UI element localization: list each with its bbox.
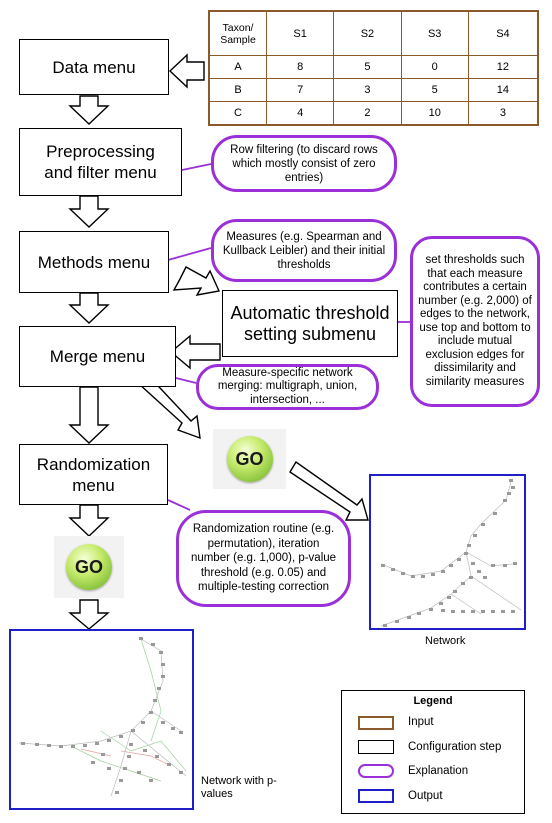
table-header-row: Taxon/ Sample S1 S2 S3 S4 — [208, 10, 539, 57]
network-output-panel — [369, 474, 526, 630]
table-cell: 7 — [265, 78, 335, 102]
table-row: A 8 5 0 12 — [208, 55, 539, 80]
table-cell: B — [208, 78, 267, 102]
table-cell: 8 — [265, 55, 335, 80]
go-button-top[interactable]: GO — [213, 429, 286, 489]
row-filtering-text: Row filtering (to discard rows which mos… — [230, 143, 378, 184]
legend-input-label: Input — [408, 716, 434, 728]
table-cell: 3 — [467, 100, 539, 126]
table-cell: 5 — [400, 78, 469, 102]
network-pvalues-caption-text: Network with p-values — [201, 775, 277, 800]
randomization-text: Randomization routine (e.g. permutation)… — [190, 523, 337, 594]
preprocessing-menu-label: Preprocessing and filter menu — [44, 142, 157, 182]
legend-explanation-swatch — [358, 764, 394, 778]
legend-explanation-label: Explanation — [408, 765, 469, 777]
network-graph-image — [380, 479, 522, 627]
merging-connector — [175, 377, 197, 384]
automatic-threshold-label: Automatic threshold setting submenu — [230, 302, 390, 344]
table-cell: 10 — [400, 100, 469, 126]
legend-output-label: Output — [408, 790, 443, 802]
table-cell: 5 — [333, 55, 402, 80]
thresholds-explanation: set thresholds such that each measure co… — [410, 236, 540, 407]
go-button-bottom[interactable]: GO — [54, 536, 124, 598]
legend-configuration-swatch — [358, 740, 394, 754]
methods-to-merge-arrow — [68, 292, 110, 324]
legend-title: Legend — [413, 695, 453, 707]
randomization-menu-label: Randomization menu — [36, 454, 151, 495]
input-to-data-arrow — [168, 53, 205, 89]
merging-text: Measure-specific network merging: multig… — [217, 366, 358, 406]
network-caption: Network — [425, 635, 466, 647]
legend-input-swatch — [358, 716, 394, 730]
table-cell: 2 — [333, 100, 402, 126]
table-header-cell: S4 — [467, 10, 539, 57]
go-to-network-pvalues-arrow — [68, 599, 110, 630]
table-cell: 14 — [467, 78, 539, 102]
table-header-cell: Taxon/ Sample — [208, 10, 267, 57]
preprocessing-to-methods-arrow — [68, 195, 110, 228]
thresholds-text: set thresholds such that each measure co… — [418, 254, 532, 388]
go-to-network-arrow — [289, 460, 369, 521]
randomization-to-go-arrow — [68, 504, 110, 537]
methods-menu-label: Methods menu — [37, 252, 151, 272]
network-pvalues-caption: Network with p-values — [201, 775, 281, 801]
data-menu-box[interactable]: Data menu — [19, 39, 169, 95]
randomization-explanation: Randomization routine (e.g. permutation)… — [176, 510, 351, 607]
legend-configuration-label: Configuration step — [408, 741, 502, 753]
measures-connector — [167, 247, 212, 261]
merge-menu-label: Merge menu — [49, 347, 146, 366]
data-to-preprocessing-arrow — [68, 95, 110, 125]
table-cell: A — [208, 55, 267, 80]
merge-to-go-arrow — [137, 370, 201, 440]
input-table: Taxon/ Sample S1 S2 S3 S4 A 8 5 0 12 B 7… — [208, 10, 539, 126]
table-row: B 7 3 5 14 — [208, 78, 539, 102]
row-filtering-explanation: Row filtering (to discard rows which mos… — [211, 135, 397, 192]
table-header-cell: S3 — [400, 10, 469, 57]
randomization-connector — [167, 499, 191, 511]
methods-menu-box[interactable]: Methods menu — [19, 231, 169, 293]
preprocessing-menu-box[interactable]: Preprocessing and filter menu — [19, 128, 182, 196]
table-cell: C — [208, 100, 267, 126]
network-pvalues-output-panel — [9, 629, 194, 810]
row-filtering-connector — [181, 163, 212, 171]
merge-menu-box[interactable]: Merge menu — [19, 326, 176, 387]
table-cell: 3 — [333, 78, 402, 102]
automatic-threshold-box[interactable]: Automatic threshold setting submenu — [222, 290, 398, 357]
merging-explanation: Measure-specific network merging: multig… — [196, 364, 379, 410]
table-cell: 12 — [467, 55, 539, 80]
network-pvalues-graph-image — [18, 637, 187, 797]
measures-explanation: Measures (e.g. Spearman and Kullback Lei… — [211, 219, 397, 282]
methods-to-threshold-arrow — [172, 266, 221, 296]
legend-output-swatch — [358, 789, 394, 803]
table-cell: 0 — [400, 55, 469, 80]
randomization-menu-box[interactable]: Randomization menu — [19, 444, 168, 505]
go-label-top: GO — [226, 436, 273, 482]
table-row: C 4 2 10 3 — [208, 100, 539, 126]
go-label-bottom: GO — [66, 544, 112, 590]
table-header-cell: S1 — [265, 10, 335, 57]
threshold-to-merge-arrow — [169, 334, 221, 370]
data-menu-label: Data menu — [52, 57, 136, 77]
measures-text: Measures (e.g. Spearman and Kullback Lei… — [222, 230, 386, 271]
legend-box: Legend Input Configuration step Explanat… — [341, 690, 525, 814]
table-cell: 4 — [265, 100, 335, 126]
table-header-cell: S2 — [333, 10, 402, 57]
merge-to-randomization-arrow — [68, 386, 110, 444]
